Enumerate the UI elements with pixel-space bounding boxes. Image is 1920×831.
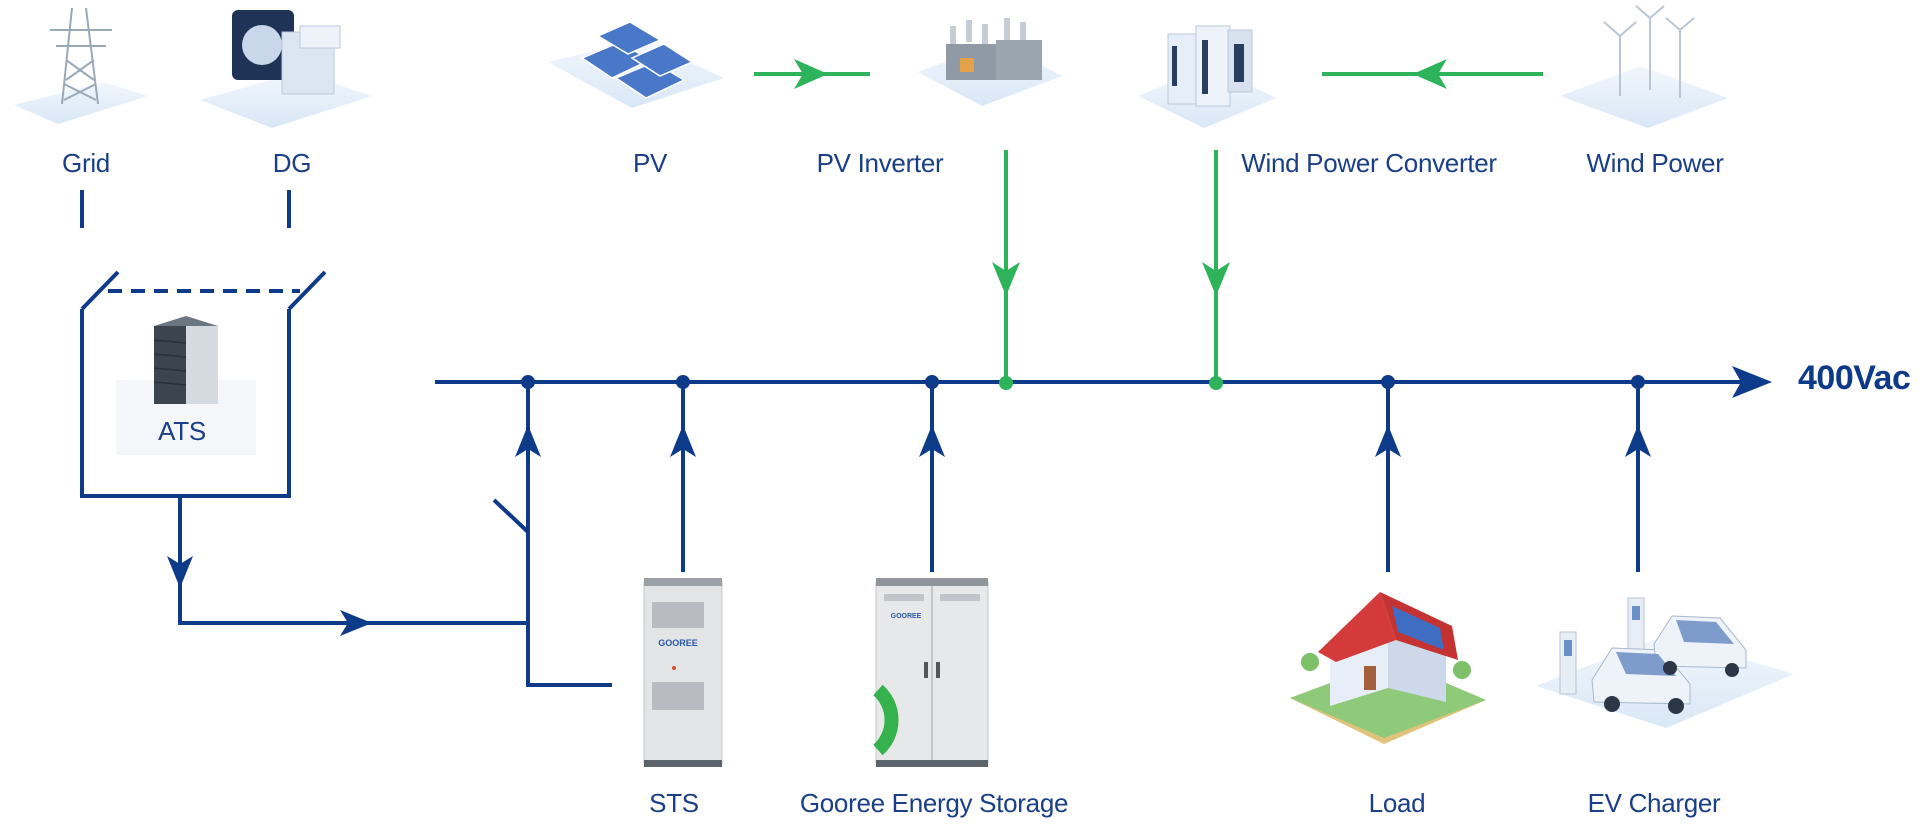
storage-up-arrow (919, 425, 945, 457)
ev-up-arrow (1625, 425, 1651, 457)
junction-dot (999, 376, 1013, 390)
storage-brand-text: GOOREE (891, 613, 922, 620)
inverter-down-arrow (992, 262, 1020, 296)
ats-right-arrow (340, 610, 372, 636)
sts-brand-text: GOOREE (658, 638, 698, 648)
pv-inverter-label: PV Inverter (816, 148, 944, 178)
ats-switch-left (80, 270, 120, 311)
wind-power-label: Wind Power (1586, 148, 1724, 178)
sts-up-arrow (670, 425, 696, 457)
bus-voltage-label: 400Vac (1798, 359, 1911, 397)
solar-panel-icon (548, 21, 724, 108)
bus-wiring (80, 190, 1745, 687)
dg-label: DG (272, 148, 312, 178)
wind-left-arrow (1413, 59, 1447, 89)
junction-dot (925, 375, 939, 389)
bypass-switch-blade (492, 498, 530, 534)
renewable-wiring (754, 72, 1543, 382)
ats-label: ATS (158, 416, 206, 446)
pv-right-arrow (794, 59, 828, 89)
wind-converter-label: Wind Power Converter (1241, 148, 1497, 178)
power-tower-icon (14, 7, 148, 124)
sts-cabinet-icon: GOOREE (643, 578, 723, 767)
diesel-generator-icon (200, 10, 372, 128)
junction-dot (521, 375, 535, 389)
ats-box (80, 309, 291, 498)
load-label: Load (1368, 788, 1426, 818)
load-up-arrow (1375, 425, 1401, 457)
pv-label: PV (632, 148, 668, 178)
inverter-icon (918, 18, 1062, 106)
ats-down-arrow (167, 556, 193, 588)
bypass-up-arrow (515, 425, 541, 457)
ats-switch-right (287, 270, 327, 311)
bus-arrows (167, 366, 1772, 636)
storage-label: Gooree Energy Storage (799, 788, 1069, 818)
converter-down-arrow (1202, 262, 1230, 296)
grid-label: Grid (62, 148, 110, 178)
ats-output-line (178, 496, 528, 625)
sts-label: STS (649, 788, 699, 818)
battery-cabinet-icon: GOOREE (873, 578, 989, 767)
junction-dot (1381, 375, 1395, 389)
ev-charger-label: EV Charger (1587, 788, 1721, 818)
ev-charger-icon (1536, 597, 1794, 728)
junction-dot (676, 375, 690, 389)
converter-cabinet-icon (1138, 25, 1276, 128)
junction-dot (1631, 375, 1645, 389)
wind-turbine-icon (1560, 5, 1728, 128)
house-icon (1290, 592, 1486, 744)
junction-dot (1209, 376, 1223, 390)
bus-end-arrow (1732, 366, 1772, 398)
sts-bypass-line (526, 382, 612, 687)
renewable-arrows (794, 59, 1447, 390)
server-stack-icon (116, 316, 256, 455)
